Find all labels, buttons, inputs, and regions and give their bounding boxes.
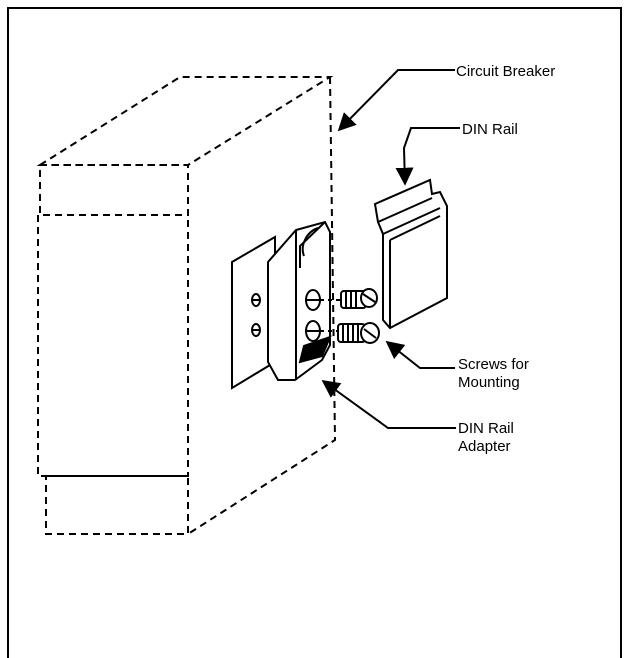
screws-label-line1: Screws for (458, 356, 529, 373)
screws-label-line2: Mounting (458, 374, 520, 391)
circuit-breaker-label: Circuit Breaker (456, 63, 555, 80)
screws (337, 288, 380, 344)
din-rail (373, 178, 448, 330)
callout-lines (321, 69, 460, 429)
circuit-breaker-outline (36, 76, 337, 535)
figure-frame (7, 7, 622, 658)
adapter-label-line2: Adapter (458, 438, 511, 455)
screw-lower (337, 322, 380, 344)
din-rail-adapter (267, 220, 332, 381)
din-rail-label: DIN Rail (462, 121, 518, 138)
adapter-label-line1: DIN Rail (458, 420, 514, 437)
din-rail-leader (395, 127, 460, 186)
screw-axis-lines (320, 299, 340, 332)
screw-upper (340, 288, 378, 309)
screws-leader (385, 340, 455, 369)
adapter-leader (321, 379, 456, 429)
circuit-breaker-leader (337, 69, 455, 132)
